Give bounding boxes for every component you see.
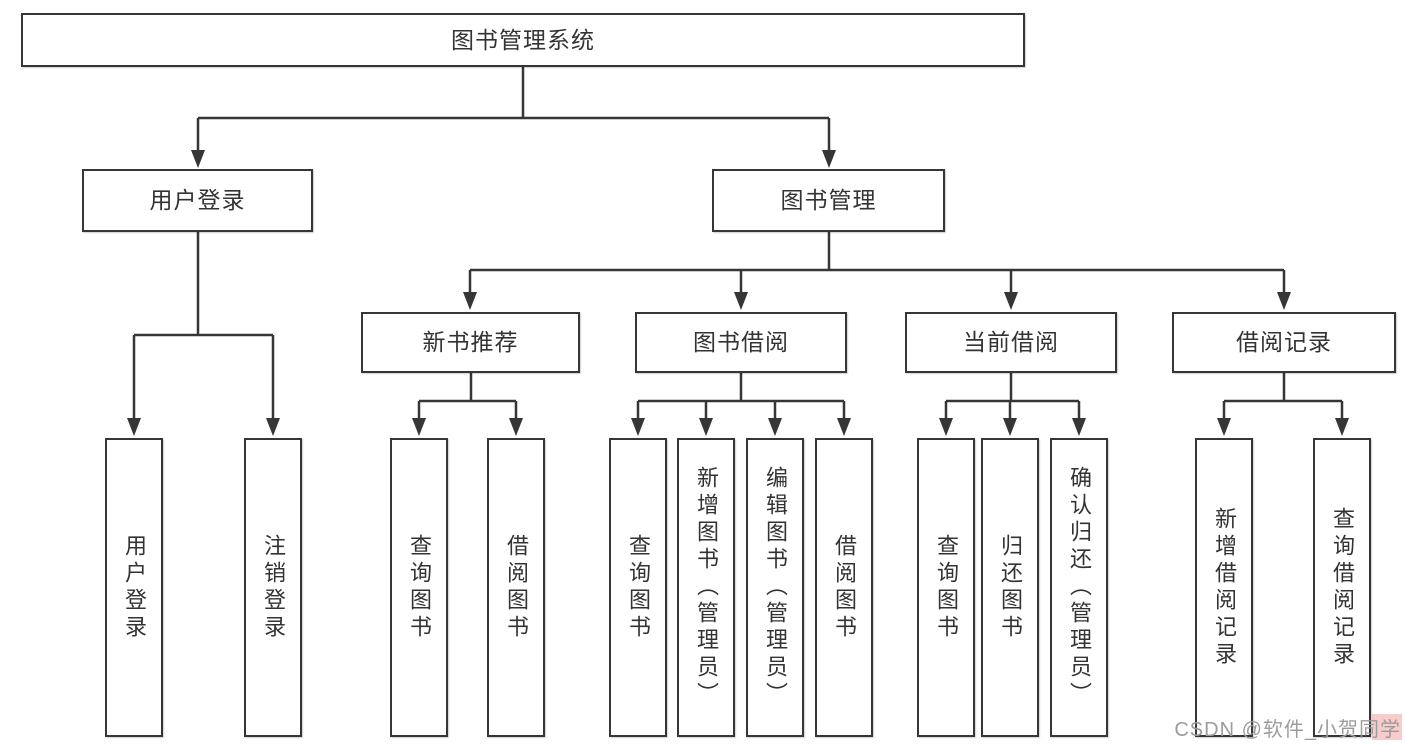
leaf-edit-books-admin: 编辑图书（管理员） (746, 438, 804, 737)
connector-current-borrow (939, 373, 1086, 436)
node-current-borrow: 当前借阅 (905, 312, 1117, 373)
arrowhead-down (822, 150, 836, 168)
leaf-query-books-recommend: 查询图书 (390, 438, 448, 737)
node-book-borrow: 图书借阅 (635, 312, 847, 373)
node-book-management: 图书管理 (712, 169, 945, 232)
node-new-book-recommend: 新书推荐 (361, 312, 580, 373)
watermark: CSDN @软件_小贺同学 (1174, 719, 1401, 741)
leaf-user-login: 用户登录 (105, 438, 163, 737)
arrowhead-down (1277, 292, 1291, 310)
leaf-query-borrow-record: 查询借阅记录 (1313, 438, 1371, 737)
arrowhead-down (412, 418, 426, 436)
connector-line (636, 373, 846, 420)
leaf-add-books-admin: 新增图书（管理员） (677, 438, 735, 737)
connector-line (944, 373, 1081, 420)
connector-line (417, 373, 518, 420)
arrowhead-down (1003, 418, 1017, 436)
leaf-logout: 注销登录 (244, 438, 302, 737)
arrowhead-down (1217, 418, 1231, 436)
leaf-confirm-return-admin: 确认归还（管理员） (1050, 438, 1108, 737)
leaf-borrow-books: 借阅图书 (815, 438, 873, 737)
arrowhead-down (191, 150, 205, 168)
arrowhead-down (266, 418, 280, 436)
leaf-query-books-borrow: 查询图书 (609, 438, 667, 737)
leaf-query-books-current: 查询图书 (917, 438, 975, 737)
watermark-accent (1372, 714, 1402, 740)
connector-book-management (463, 232, 1291, 310)
connector-root (191, 67, 836, 168)
arrowhead-down (1335, 418, 1349, 436)
arrowhead-down (1072, 418, 1086, 436)
arrowhead-down (631, 418, 645, 436)
arrowhead-down (699, 418, 713, 436)
arrowhead-down (463, 292, 477, 310)
arrowhead-down (734, 292, 748, 310)
connector-line (1222, 373, 1344, 420)
leaf-return-books: 归还图书 (981, 438, 1039, 737)
leaf-borrow-books-recommend: 借阅图书 (487, 438, 545, 737)
connector-user-login (127, 232, 280, 436)
leaf-add-borrow-record: 新增借阅记录 (1195, 438, 1253, 737)
arrowhead-down (509, 418, 523, 436)
arrowhead-down (127, 418, 141, 436)
node-root: 图书管理系统 (21, 13, 1025, 67)
arrowhead-down (768, 418, 782, 436)
node-borrow-records: 借阅记录 (1172, 312, 1396, 373)
arrowhead-down (1004, 292, 1018, 310)
connector-borrow-records (1217, 373, 1349, 436)
connector-new-book-recommend (412, 373, 523, 436)
connector-line (132, 232, 275, 420)
arrowhead-down (939, 418, 953, 436)
node-user-login: 用户登录 (82, 169, 313, 232)
connector-line (468, 232, 1286, 294)
connector-line (196, 67, 831, 152)
arrowhead-down (837, 418, 851, 436)
connector-book-borrow (631, 373, 851, 436)
